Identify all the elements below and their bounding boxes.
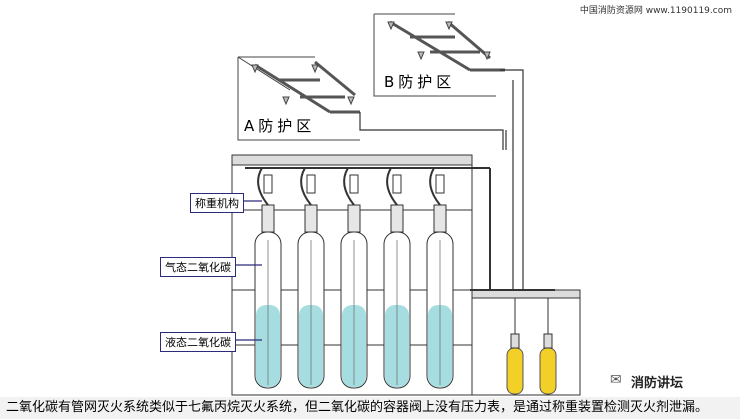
zone-b-enclosure [373, 13, 496, 97]
zone-a-label: A防护区 [244, 117, 316, 135]
distribution-pipes [359, 69, 524, 290]
co2-cylinder [254, 167, 282, 389]
pilot-cylinders [506, 298, 557, 395]
callout-liquid-co2: 液态二氧化碳 [160, 332, 236, 352]
source-credit: 中国消防资源网 www.1190119.com [579, 6, 732, 16]
co2-cylinder [297, 167, 325, 389]
wechat-icon: ✉ [610, 372, 622, 388]
zone-b-piping [389, 20, 505, 72]
brand-name: 消防讲坛 [628, 372, 687, 391]
pilot-cylinder [539, 298, 557, 395]
co2-cylinder [426, 167, 454, 389]
zone-b-nozzles [387, 21, 491, 61]
co2-cylinder [383, 167, 411, 389]
callout-gaseous-co2: 气态二氧化碳 [160, 257, 236, 277]
zone-a-enclosure [237, 56, 360, 141]
pilot-cylinder [506, 298, 524, 395]
zone-a-piping [254, 60, 360, 114]
zone-b-label: B防护区 [384, 73, 456, 91]
co2-cylinders [254, 167, 454, 389]
zone-a-nozzles [251, 64, 355, 106]
callout-weighing-mechanism: 称重机构 [190, 193, 244, 213]
caption: 二氧化碳有管网灭火系统类似于七氟丙烷灭火系统，但二氧化碳的容器阀上没有压力表，是… [0, 397, 740, 419]
collection-manifold [245, 167, 555, 291]
co2-cylinder [340, 167, 368, 389]
